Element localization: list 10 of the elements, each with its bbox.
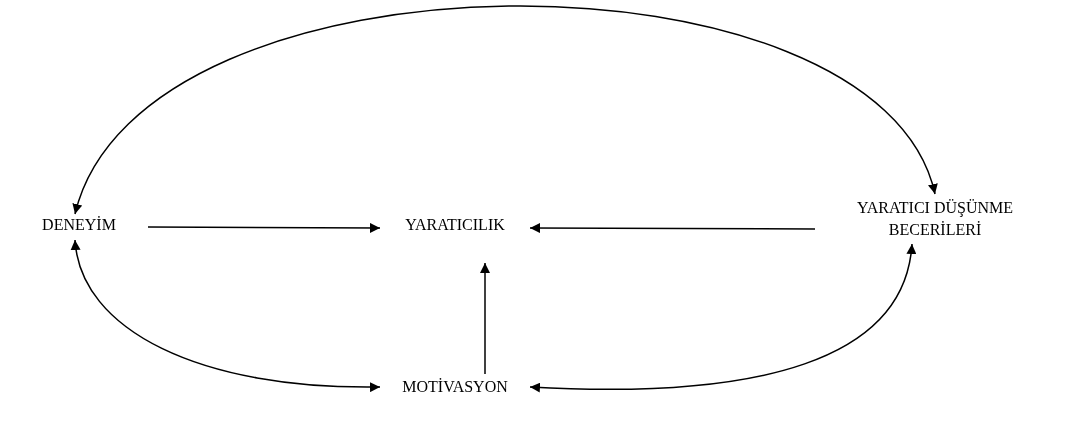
arrow bbox=[480, 262, 490, 375]
node-label: YARATICI DÜŞÜNME BECERİLERİ bbox=[856, 198, 1014, 240]
arrow bbox=[529, 243, 916, 393]
arrow bbox=[71, 239, 381, 392]
arrow bbox=[147, 222, 381, 233]
node-label: DENEYİM bbox=[42, 215, 116, 235]
arrow bbox=[529, 223, 816, 234]
node-label: MOTİVASYON bbox=[402, 377, 508, 397]
arrow bbox=[74, 5, 936, 215]
node-label: YARATICILIK bbox=[405, 215, 505, 235]
